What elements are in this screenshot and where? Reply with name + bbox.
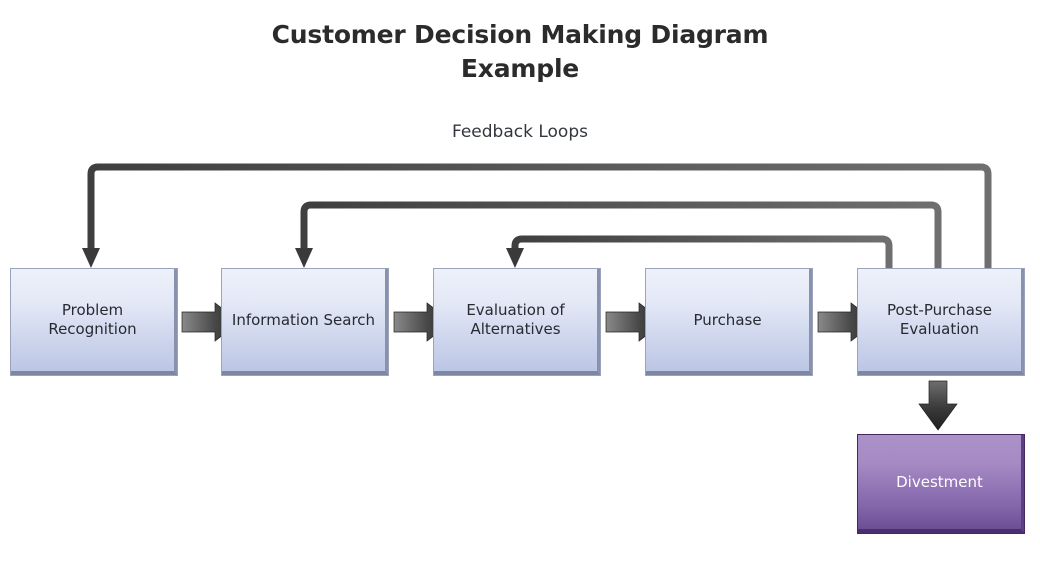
title-line-1: Customer Decision Making Diagram xyxy=(271,20,769,49)
feedback-loops-caption: Feedback Loops xyxy=(452,122,588,142)
stage-label-purchase: Purchase xyxy=(693,310,762,329)
feedback-loop-to-problem-recognition xyxy=(82,163,992,268)
arrow-postpurchase-to-divestment xyxy=(918,380,958,431)
feedback-loop-to-information-search xyxy=(295,201,942,268)
stage-label-information-search: Information Search xyxy=(231,310,376,329)
stage-label-divestment: Divestment xyxy=(896,473,983,491)
stage-box-divestment[interactable]: Divestment xyxy=(857,434,1025,534)
feedback-loop-to-evaluation-of-alternatives xyxy=(506,235,893,268)
stage-box-purchase[interactable]: Purchase xyxy=(645,268,813,376)
page-title: Customer Decision Making Diagram Example xyxy=(0,18,1040,86)
title-line-2: Example xyxy=(460,54,580,83)
stage-box-information-search[interactable]: Information Search xyxy=(221,268,389,376)
